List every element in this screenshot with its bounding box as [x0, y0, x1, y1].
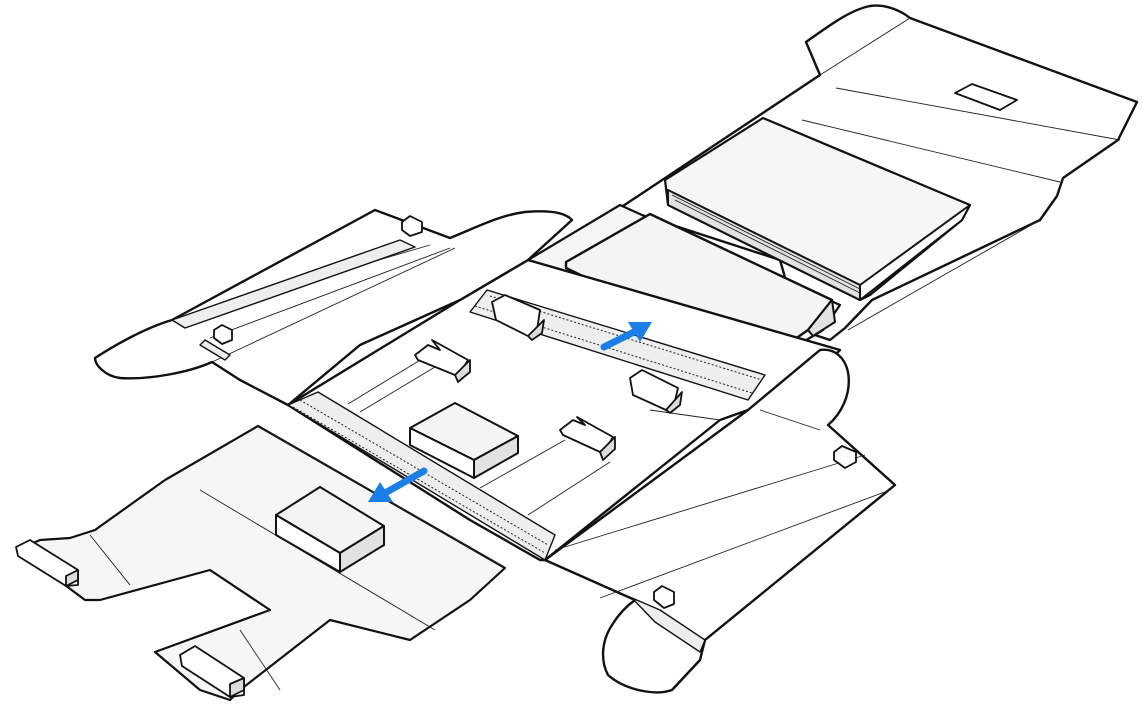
item-holders [15, 215, 857, 698]
left-side-flap [93, 208, 574, 407]
front-flap [16, 424, 507, 702]
small-accessory-box [409, 402, 519, 479]
right-side-flap [543, 348, 897, 694]
arrow-slide-flap-down-left [368, 467, 428, 502]
accessory-tray [663, 116, 972, 302]
front-flap-box [275, 486, 385, 573]
arrow-slide-tray-up-right [600, 322, 652, 351]
